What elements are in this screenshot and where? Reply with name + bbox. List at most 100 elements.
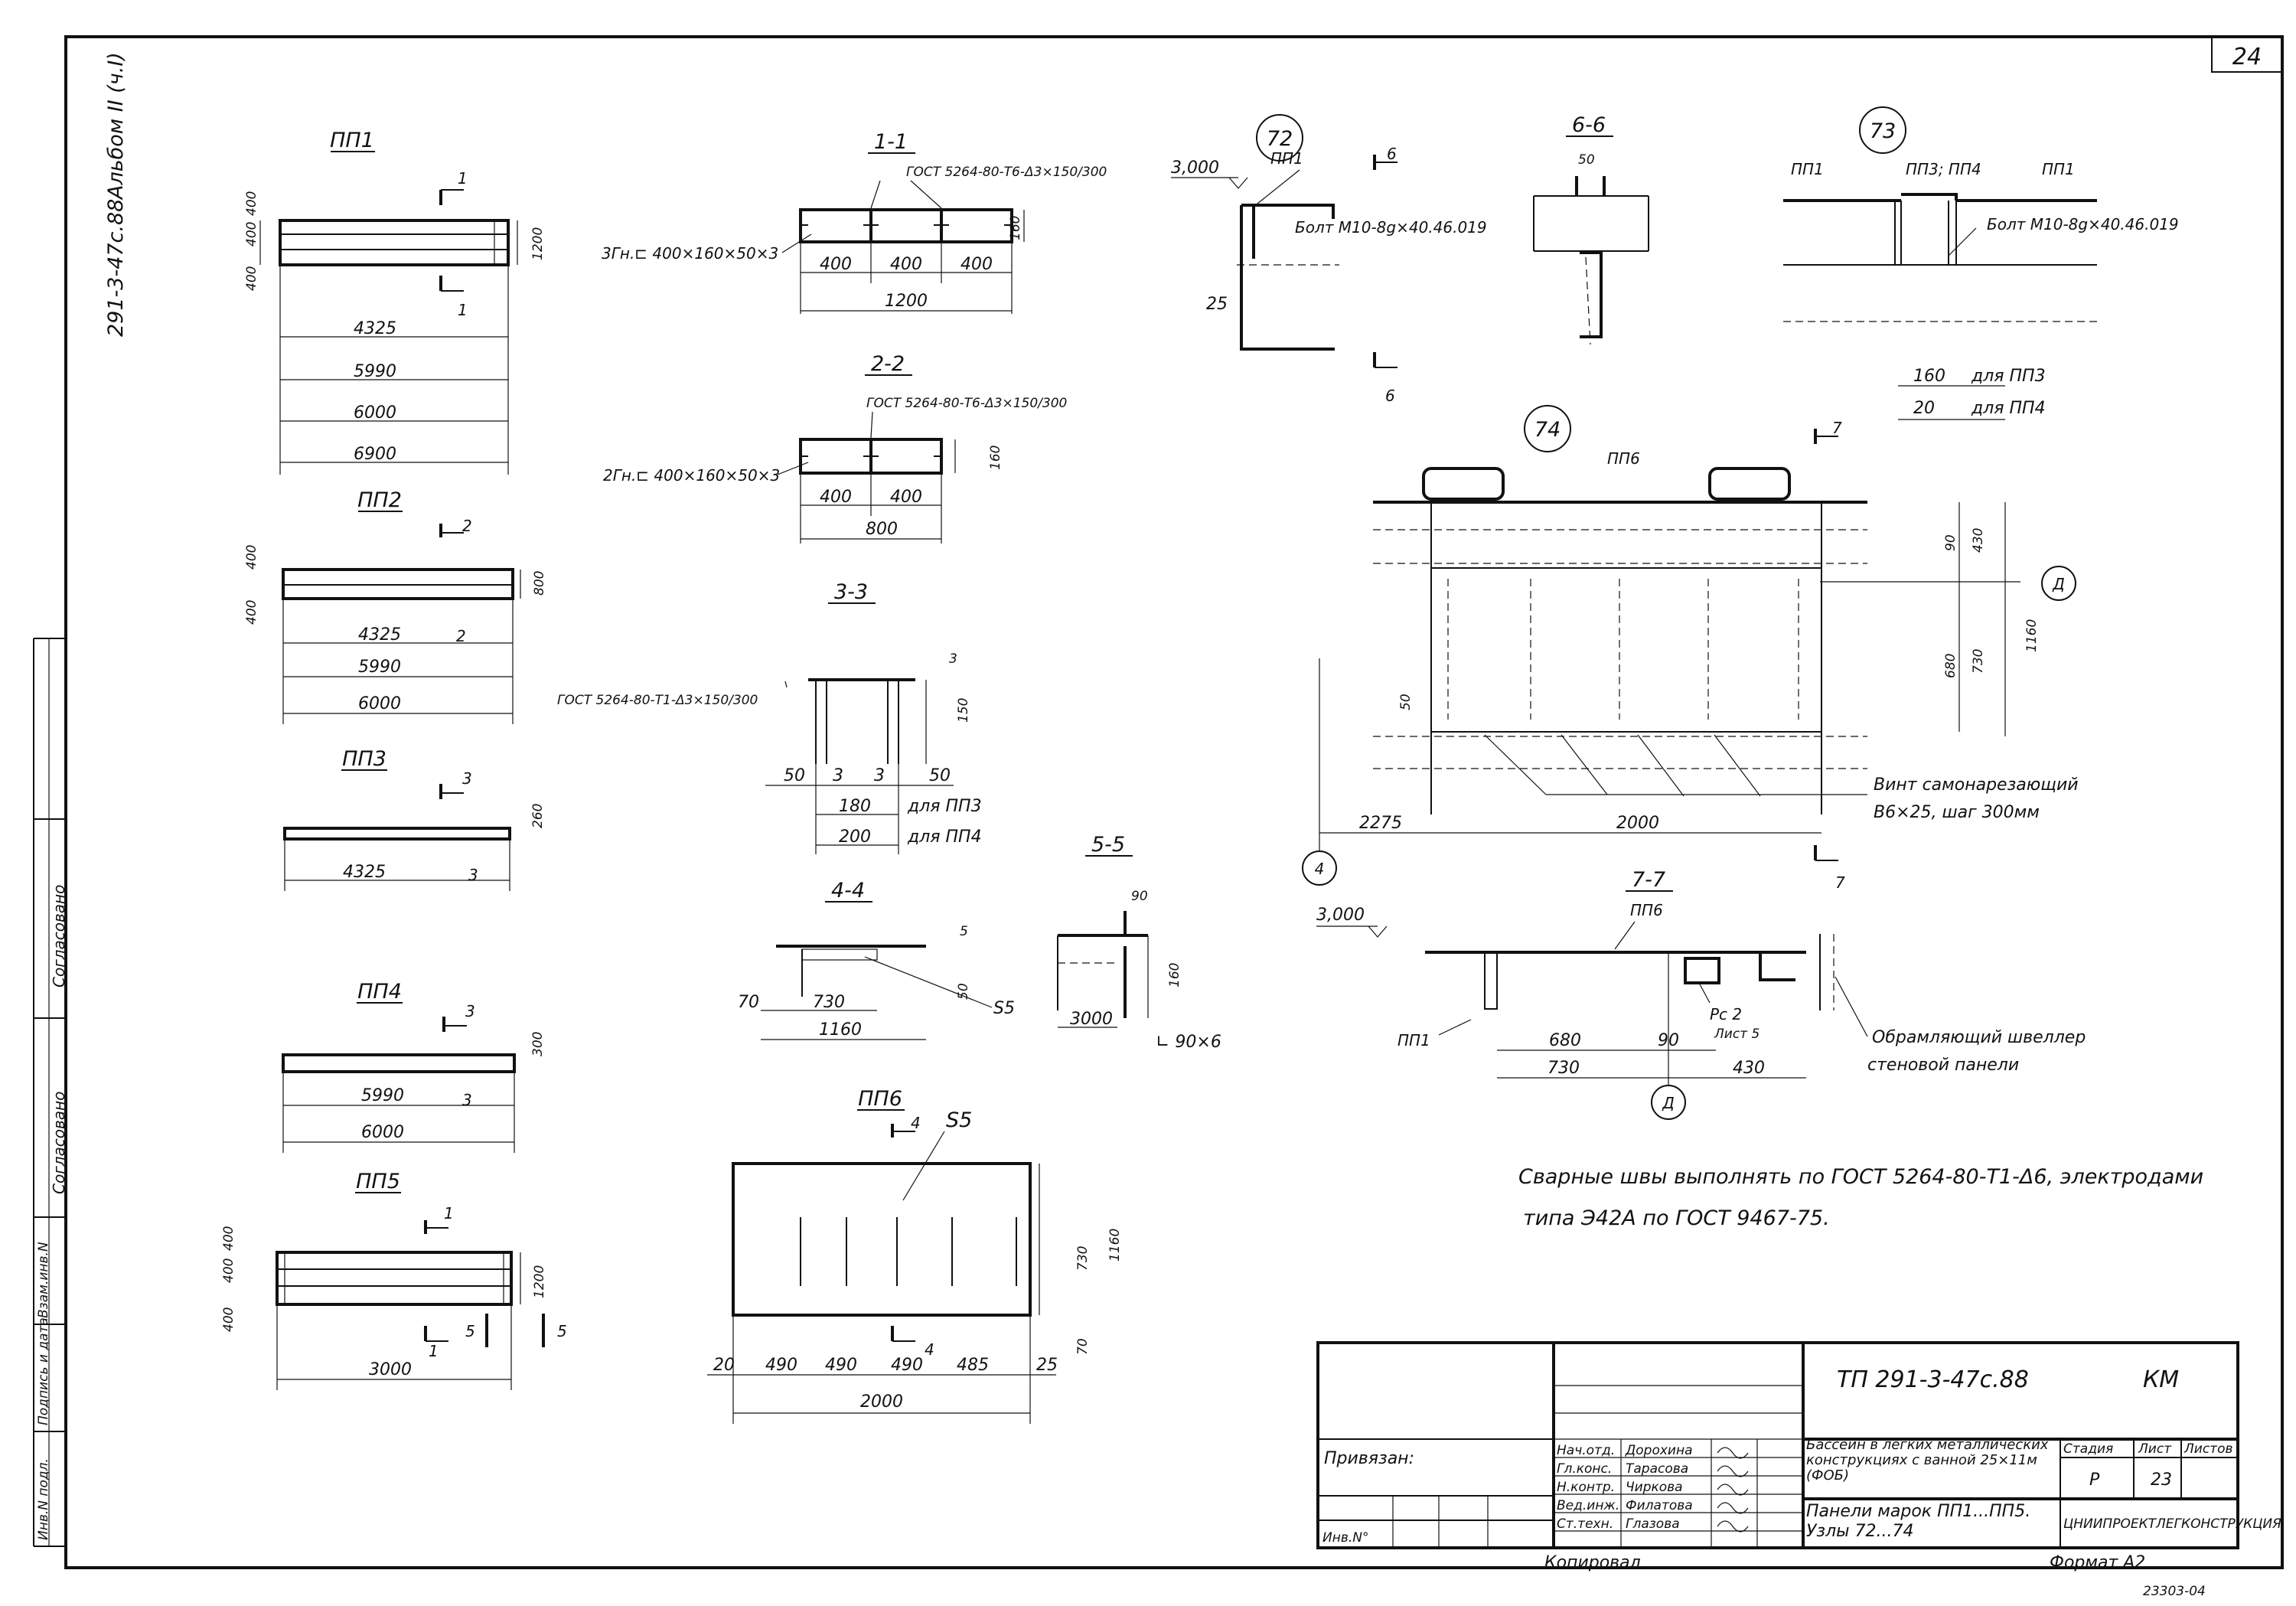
- tb-content: Панели марок ПП1...ПП5. Узлы 72...74: [1806, 1502, 2031, 1541]
- s44-d5: 5: [960, 924, 968, 939]
- tb-format: Формат А2: [2050, 1553, 2145, 1572]
- pp6-cut-bottom: 4: [925, 1340, 934, 1359]
- s11-total: 1200: [885, 292, 928, 311]
- node-72: 72 3,000 ПП1 Болт М10-8g×40.46.019 6 6 2…: [1171, 114, 1487, 405]
- pp5-length: 3000: [369, 1360, 412, 1379]
- tb-name-1: Дорохина: [1625, 1443, 1693, 1458]
- tb-project: Бассейн в легких металлических конструкц…: [1806, 1438, 2049, 1484]
- n74-d1160: 1160: [2024, 619, 2040, 652]
- pp2-total: 800: [532, 571, 547, 596]
- pp6-d1160: 1160: [1107, 1229, 1123, 1262]
- n74-d430: 430: [1971, 528, 1986, 553]
- s33-d3b: 3: [874, 766, 885, 785]
- pp3-total: 260: [530, 804, 546, 828]
- n73-d160: 160: [1913, 367, 1945, 386]
- n72-elev: 3,000: [1171, 158, 1219, 178]
- n72-sec-bottom: 6: [1385, 387, 1395, 405]
- pp5-h2: 400: [221, 1258, 236, 1283]
- n74-sec-bottom: 7: [1835, 873, 1845, 892]
- s77-elev: 3,000: [1316, 906, 1365, 925]
- s22-total: 800: [866, 520, 898, 539]
- pp1-h3: 400: [244, 266, 259, 291]
- s11-dim-3: 400: [960, 255, 993, 274]
- pp2-h1: 400: [244, 545, 259, 570]
- inv-orig-label: Инв.N подл.: [36, 1458, 51, 1540]
- pp2-length-2: 5990: [358, 658, 401, 677]
- s22-title: 2-2: [871, 352, 905, 376]
- sheet-frame: [64, 35, 2284, 1569]
- panel-pp6: ПП6 S5 4 4 730 1160 70 20 490 490 490 48…: [707, 1087, 1123, 1424]
- pp2-cut-bottom: 2: [456, 627, 466, 645]
- node-74-number: 74: [1534, 418, 1561, 442]
- pp6-ribs: [732, 1217, 1017, 1286]
- node-72-number: 72: [1267, 127, 1293, 151]
- n74-ribs: [1447, 579, 1799, 720]
- tb-role-1: Нач.отд.: [1557, 1443, 1615, 1458]
- tb-sheets-h: Листов: [2183, 1441, 2233, 1457]
- tb-stage-h: Стадия: [2063, 1441, 2113, 1457]
- s44-d1160: 1160: [819, 1020, 862, 1040]
- tb-role-2: Гл.конс.: [1557, 1461, 1612, 1477]
- n73-pp34: ПП3; ПП4: [1906, 160, 1981, 178]
- s77-pp1: ПП1: [1397, 1031, 1430, 1049]
- s33-gost: ГОСТ 5264-80-Т1-Δ3×150/300: [557, 693, 758, 708]
- pp2-h2: 400: [244, 600, 259, 625]
- pp1-length-4: 6900: [354, 445, 396, 464]
- node-72-circle: [1256, 114, 1303, 162]
- axis-4-marker: [1302, 850, 1337, 886]
- s33-d3top: 3: [949, 651, 957, 667]
- s22-dim-1: 400: [820, 488, 852, 507]
- s77-note2: стеновой панели: [1867, 1056, 2019, 1075]
- s55-angle-shape: [1058, 911, 1148, 1018]
- panel-pp3: ПП3 3 3 260 4325: [283, 747, 546, 891]
- pp1-length-1: 4325: [354, 319, 396, 338]
- node-74-circle: [1524, 405, 1571, 452]
- n74-d730: 730: [1971, 649, 1986, 674]
- s77-sheet: Лист 5: [1714, 1027, 1760, 1042]
- inv-repl-label: Взам.инв.N: [36, 1242, 51, 1318]
- pp6-total: 2000: [860, 1392, 903, 1412]
- s44-rib: [801, 948, 878, 961]
- pp6-dim-3: 490: [825, 1356, 857, 1375]
- n74-d680: 680: [1943, 654, 1958, 678]
- tb-bound: Привязан:: [1324, 1449, 1414, 1468]
- n74-pad-left: [1422, 467, 1505, 501]
- pp4-total: 300: [530, 1032, 546, 1056]
- pp1-h1: 400: [244, 191, 259, 216]
- n72-bolt: Болт М10-8g×40.46.019: [1295, 218, 1487, 237]
- s22-gost: ГОСТ 5264-80-Т6-Δ3×150/300: [866, 396, 1067, 411]
- pp1-cut-top: 1: [458, 169, 468, 188]
- tb-role-5: Ст.техн.: [1557, 1516, 1613, 1532]
- n73-d20: 20: [1913, 399, 1935, 418]
- panel-pp5: ПП5 1 1 5 5 400 400 400 1200 3000: [221, 1170, 567, 1390]
- pp4-length-2: 6000: [361, 1123, 404, 1142]
- node-74: 74 ПП6 7 7 90 430 680 730 1160 50 Д 4 22…: [1302, 405, 2079, 892]
- pp6-dim-6: 25: [1036, 1356, 1058, 1375]
- sheet-number-box: [2211, 36, 2283, 73]
- s11-title: 1-1: [874, 130, 908, 154]
- s11-dim-1: 400: [820, 255, 852, 274]
- pp1-outline: [279, 219, 510, 266]
- pp2-length-1: 4325: [358, 625, 401, 645]
- pp6-s5: S5: [946, 1108, 972, 1132]
- pp6-dim-5: 485: [957, 1356, 989, 1375]
- s77-axis-marker: [1651, 1085, 1686, 1120]
- n74-note2: В6×25, шаг 300мм: [1874, 803, 2040, 822]
- s33-title: 3-3: [834, 580, 868, 604]
- s11-gost: ГОСТ 5264-80-Т6-Δ3×150/300: [906, 165, 1107, 180]
- general-note-line-2: типа Э42А по ГОСТ 9467-75.: [1523, 1206, 1830, 1230]
- pp4-outline: [282, 1053, 516, 1073]
- pp5-h3: 400: [221, 1307, 236, 1332]
- tb-stage: Р: [2089, 1471, 2100, 1490]
- pp5-cut5-left: 5: [465, 1322, 475, 1340]
- node-73-number: 73: [1870, 119, 1896, 143]
- s44-s5: S5: [993, 999, 1015, 1018]
- s77-d430: 430: [1733, 1059, 1765, 1078]
- section-2-2: 2-2 ГОСТ 5264-80-Т6-Δ3×150/300 2Гн.⊏ 400…: [603, 352, 1067, 543]
- tb-project-box: Бассейн в легких металлических конструкц…: [1806, 1438, 2049, 1484]
- pp6-dim-2: 490: [765, 1356, 797, 1375]
- s44-title: 4-4: [831, 879, 865, 903]
- pp4-title: ПП4: [357, 980, 402, 1004]
